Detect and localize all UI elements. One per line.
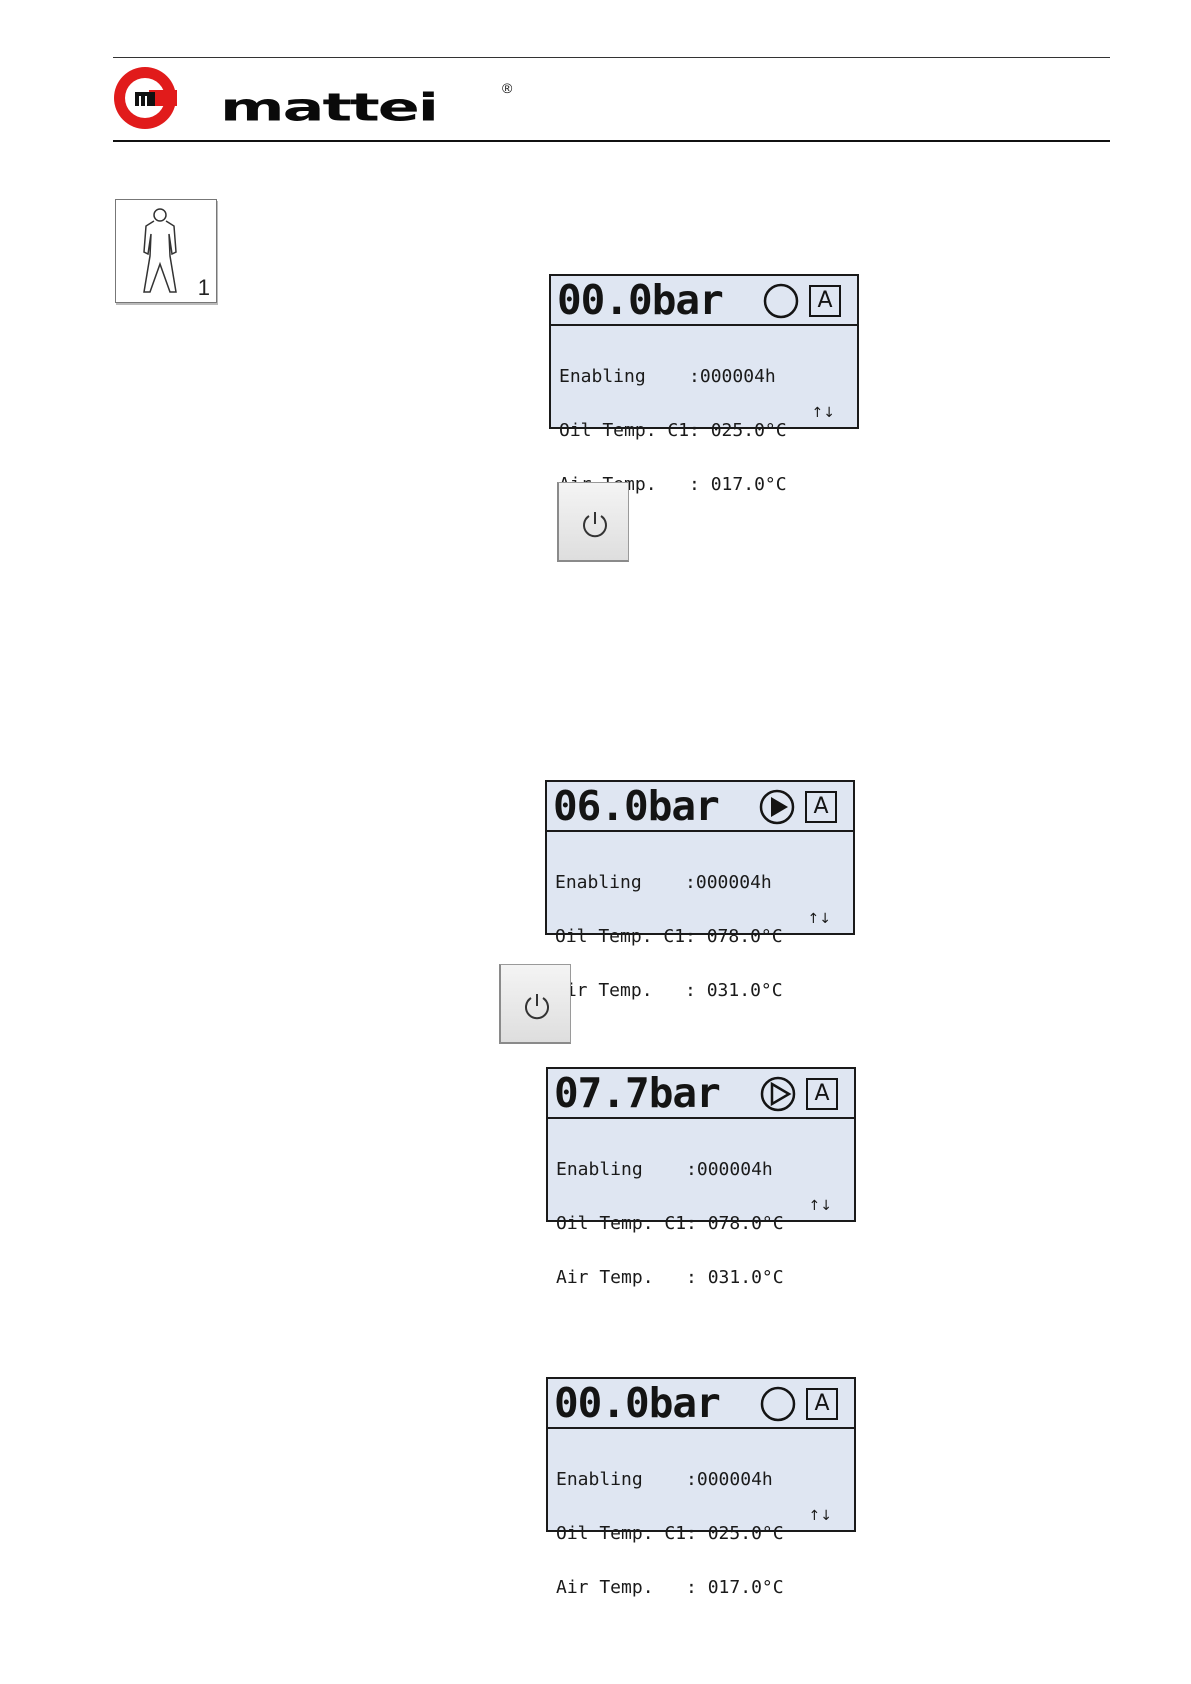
display-rows: Enabling :000004h Oil Temp. C1: 078.0°C … [555, 838, 783, 1036]
row-oil-temp: Oil Temp. C1: 025.0°C [559, 420, 787, 441]
row-air-temp: Air Temp. : 017.0°C [556, 1577, 784, 1598]
row-enabling: Enabling :000004h [556, 1159, 773, 1180]
row-oil-temp: Oil Temp. C1: 078.0°C [556, 1213, 784, 1234]
row-oil-temp: Oil Temp. C1: 078.0°C [555, 926, 783, 947]
power-button[interactable] [499, 964, 571, 1044]
scroll-arrows: ↑↓ [811, 405, 835, 421]
row-air-temp: Air Temp. : 031.0°C [556, 1267, 784, 1288]
circle-outline-icon [760, 1386, 796, 1422]
person-icon [143, 208, 177, 293]
display-header: 07.7bar A [548, 1069, 854, 1119]
row-enabling: Enabling :000004h [559, 366, 776, 387]
play-outline-icon [760, 1076, 796, 1112]
controller-display-3: 07.7bar A Enabling :000004h Oil Temp. C1… [546, 1067, 856, 1287]
display-rows: Enabling :000004h Oil Temp. C1: 025.0°C … [556, 1435, 784, 1633]
pressure-readout: 00.0bar [554, 1379, 721, 1427]
mode-indicator: A [806, 1388, 838, 1420]
row-enabling: Enabling :000004h [556, 1469, 773, 1490]
circle-outline-icon [763, 283, 799, 319]
controller-display-1: 00.0bar A Enabling :000004h Oil Temp. C1… [549, 274, 859, 494]
display-header: 00.0bar A [551, 276, 857, 326]
scroll-arrows: ↑↓ [808, 1508, 832, 1524]
mattei-logo-icon [114, 67, 177, 129]
header-bottom-rule [113, 140, 1110, 142]
scroll-arrows: ↑↓ [807, 911, 831, 927]
pressure-readout: 00.0bar [557, 276, 724, 324]
controller-display-2: 06.0bar A Enabling :000004h Oil Temp. C1… [545, 780, 855, 1000]
display-header: 00.0bar A [548, 1379, 854, 1429]
power-button[interactable] [557, 482, 629, 562]
operator-badge: 1 [115, 199, 217, 303]
power-icon [583, 512, 607, 538]
pressure-readout: 07.7bar [554, 1069, 721, 1117]
display-rows: Enabling :000004h Oil Temp. C1: 025.0°C … [559, 332, 787, 530]
header-top-rule [113, 57, 1110, 58]
brand-wordmark: mattei [220, 84, 439, 130]
power-icon [525, 994, 549, 1020]
pressure-readout: 06.0bar [553, 782, 720, 830]
play-filled-icon [759, 789, 795, 825]
display-header: 06.0bar A [547, 782, 853, 832]
operator-level-number: 1 [197, 275, 210, 300]
registered-mark: ® [502, 80, 513, 96]
row-air-temp: Air Temp. : 031.0°C [555, 980, 783, 1001]
display-rows: Enabling :000004h Oil Temp. C1: 078.0°C … [556, 1125, 784, 1323]
mode-indicator: A [809, 285, 841, 317]
mode-indicator: A [805, 791, 837, 823]
row-enabling: Enabling :000004h [555, 872, 772, 893]
scroll-arrows: ↑↓ [808, 1198, 832, 1214]
controller-display-4: 00.0bar A Enabling :000004h Oil Temp. C1… [546, 1377, 856, 1597]
row-oil-temp: Oil Temp. C1: 025.0°C [556, 1523, 784, 1544]
mode-indicator: A [806, 1078, 838, 1110]
